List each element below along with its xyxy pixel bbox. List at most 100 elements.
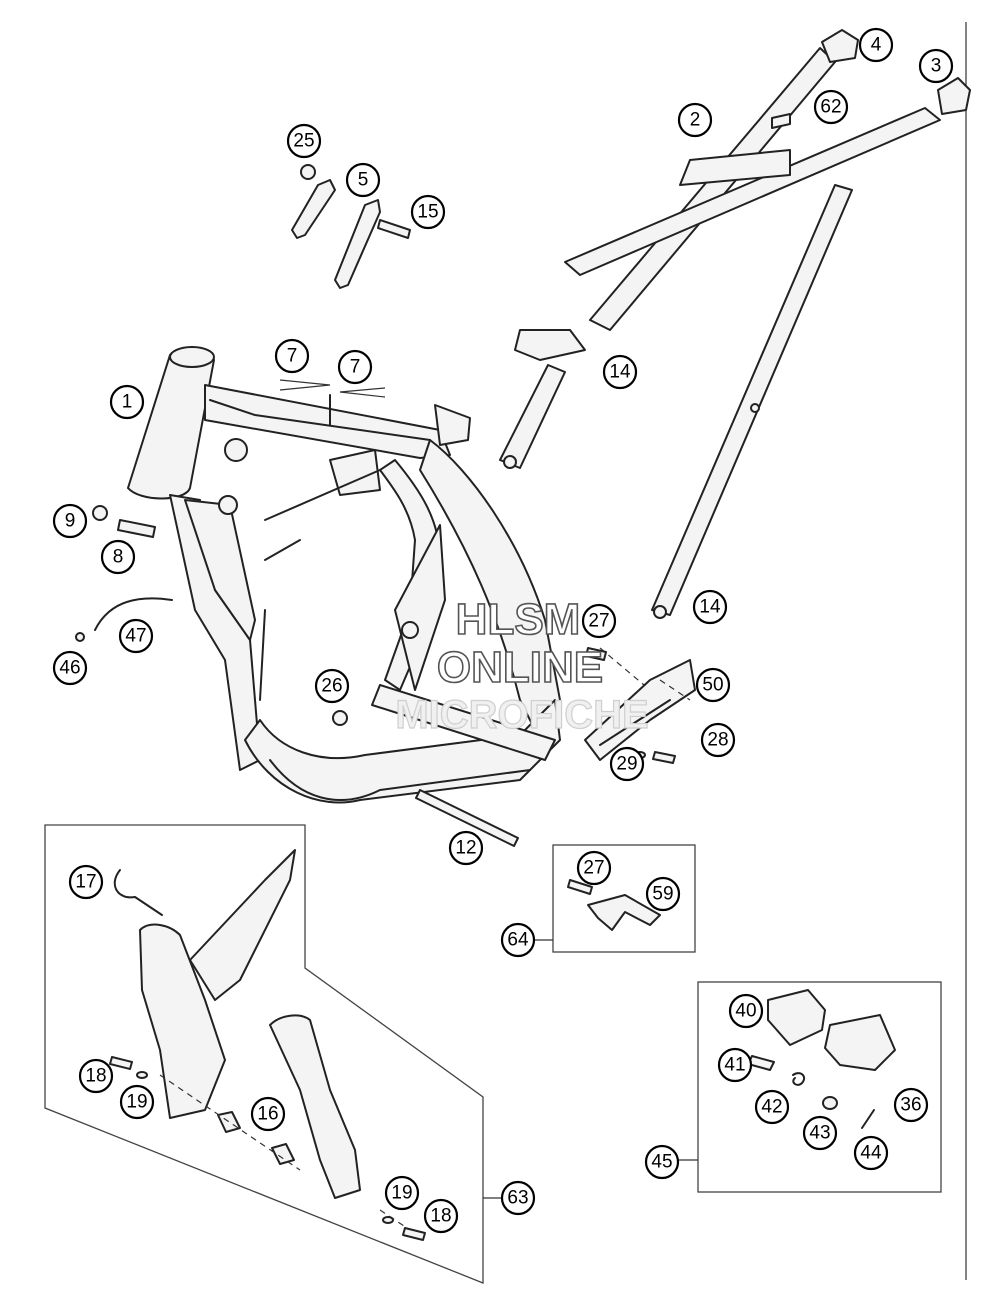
callout-45: 45 bbox=[644, 1144, 680, 1180]
cable-tie-17 bbox=[113, 869, 163, 916]
steering-head-top bbox=[169, 346, 215, 368]
callout-3: 3 bbox=[918, 48, 954, 84]
callout-14a-label: 14 bbox=[609, 362, 631, 383]
head-stay-parts bbox=[291, 164, 411, 289]
steering-head-tube bbox=[127, 348, 215, 500]
callout-9-label: 9 bbox=[65, 511, 76, 532]
callout-7b: 7 bbox=[337, 349, 373, 385]
callout-46: 46 bbox=[52, 650, 88, 686]
callout-45-label: 45 bbox=[651, 1152, 672, 1173]
engine-mount-plate bbox=[394, 524, 446, 691]
callout-4: 4 bbox=[858, 27, 894, 63]
nut-9 bbox=[92, 505, 108, 521]
kit-box-63 bbox=[44, 824, 484, 1284]
callout-63: 63 bbox=[500, 1180, 536, 1216]
cotter-pin-44 bbox=[861, 1109, 875, 1129]
callout-19b-label: 19 bbox=[391, 1183, 412, 1204]
callout-50-label: 50 bbox=[702, 675, 723, 696]
callout-63-label: 63 bbox=[507, 1188, 528, 1209]
nut-26 bbox=[332, 710, 348, 726]
watermark-line1: HLSM bbox=[456, 595, 581, 644]
right-main-spar bbox=[419, 439, 561, 731]
callout-27a-label: 27 bbox=[588, 611, 609, 632]
callout-5: 5 bbox=[345, 162, 381, 198]
callout-44: 44 bbox=[853, 1135, 889, 1171]
callout-44-label: 44 bbox=[860, 1143, 882, 1164]
callout-17-label: 17 bbox=[75, 872, 96, 893]
bolt-62 bbox=[771, 113, 791, 129]
callout-17: 17 bbox=[68, 864, 104, 900]
subframe-lower-stay bbox=[651, 184, 853, 616]
callout-12-label: 12 bbox=[455, 838, 476, 859]
bolt-18-b bbox=[402, 1227, 426, 1241]
spacer-16-b bbox=[271, 1143, 295, 1165]
watermark: HLSM ONLINE MICROFICHE bbox=[395, 594, 650, 737]
head-stay-right-5 bbox=[334, 199, 381, 289]
bolt-12 bbox=[415, 789, 519, 847]
callout-14b-label: 14 bbox=[699, 597, 721, 618]
callout-40: 40 bbox=[728, 993, 764, 1029]
watermark-line2: ONLINE bbox=[437, 643, 603, 692]
callout-12: 12 bbox=[448, 830, 484, 866]
callout-41-label: 41 bbox=[724, 1055, 745, 1076]
callout-62-label: 62 bbox=[820, 97, 841, 118]
subframe-front-mount bbox=[514, 329, 586, 361]
callout-3-label: 3 bbox=[931, 56, 942, 77]
footpeg-40 bbox=[767, 989, 826, 1046]
callout-29: 29 bbox=[609, 746, 645, 782]
callout-14b: 14 bbox=[692, 589, 728, 625]
callout-25: 25 bbox=[286, 123, 322, 159]
bolt-27-kit bbox=[567, 879, 593, 895]
chain-slider-50 bbox=[584, 659, 696, 761]
bolt-28 bbox=[652, 751, 676, 764]
hose-47 bbox=[94, 597, 173, 631]
bolt-15 bbox=[377, 219, 411, 239]
bolt-18-a bbox=[109, 1056, 133, 1070]
callout-41: 41 bbox=[717, 1047, 753, 1083]
callout-26-label: 26 bbox=[321, 676, 342, 697]
arrow-right-7 bbox=[339, 387, 386, 398]
callout-43-label: 43 bbox=[809, 1123, 830, 1144]
callout-36-label: 36 bbox=[900, 1095, 921, 1116]
watermark-line3: MICROFICHE bbox=[395, 693, 648, 737]
frame-guard-left-fin bbox=[189, 849, 296, 1001]
footpeg-36 bbox=[824, 1014, 896, 1071]
kit-box-45 bbox=[697, 981, 942, 1193]
slider-rib bbox=[599, 699, 671, 746]
callout-7b-label: 7 bbox=[350, 357, 361, 378]
callout-14a: 14 bbox=[602, 354, 638, 390]
callout-19a-label: 19 bbox=[126, 1092, 147, 1113]
spacer-16-a bbox=[217, 1111, 241, 1133]
callout-59: 59 bbox=[645, 876, 681, 912]
callout-42-label: 42 bbox=[761, 1097, 782, 1118]
callout-5-label: 5 bbox=[358, 170, 369, 191]
callout-16-label: 16 bbox=[257, 1104, 278, 1125]
callout-26: 26 bbox=[314, 668, 350, 704]
callout-42: 42 bbox=[754, 1089, 790, 1125]
callout-47-label: 47 bbox=[125, 626, 146, 647]
bolt-8 bbox=[117, 519, 156, 538]
callout-15: 15 bbox=[410, 194, 446, 230]
callout-47: 47 bbox=[118, 618, 154, 654]
leader-27 bbox=[599, 647, 651, 691]
callout-18a-label: 18 bbox=[85, 1066, 106, 1087]
cross-member bbox=[371, 684, 556, 761]
subframe-mount-tab bbox=[434, 404, 471, 446]
main-frame bbox=[127, 346, 561, 804]
subframe bbox=[499, 47, 941, 619]
subframe-right-rail bbox=[564, 107, 941, 276]
callout-40-label: 40 bbox=[735, 1001, 756, 1022]
clip-46 bbox=[75, 632, 85, 642]
end-plug-4 bbox=[821, 29, 859, 63]
callout-50: 50 bbox=[695, 667, 731, 703]
callout-46-label: 46 bbox=[59, 658, 80, 679]
frame-crease-line bbox=[209, 399, 431, 441]
stay-front-eye bbox=[503, 455, 517, 469]
callout-7a: 7 bbox=[274, 338, 310, 374]
subframe-crossbar bbox=[679, 149, 791, 186]
callout-36: 36 bbox=[893, 1087, 929, 1123]
callout-28: 28 bbox=[700, 722, 736, 758]
callout-27a: 27 bbox=[581, 603, 617, 639]
callout-15-label: 15 bbox=[417, 202, 438, 223]
